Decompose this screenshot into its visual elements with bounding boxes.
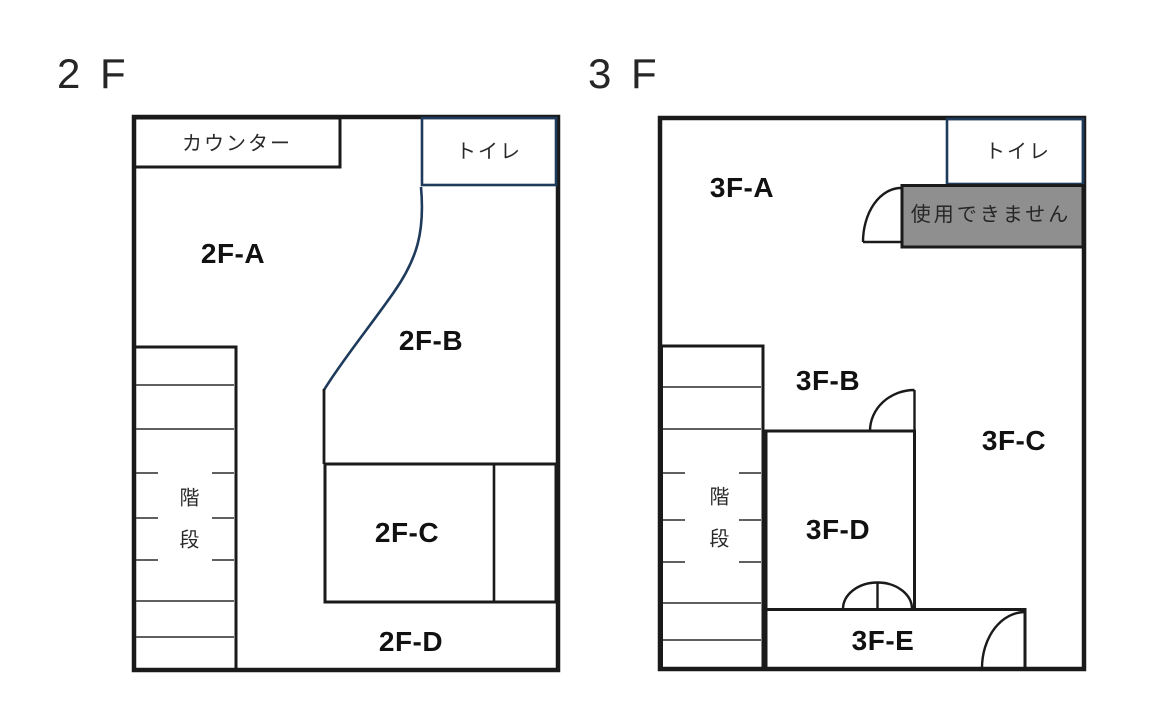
room-label-3f-d: 3F-D (805, 514, 871, 545)
door-swing-unavailable-room (861, 186, 902, 244)
stairs-label-2f: 階段 (176, 487, 198, 571)
room-label-2f-d: 2F-D (378, 626, 444, 657)
toilet-label-3f: トイレ (985, 141, 1051, 163)
door-swing-3f-d-top (868, 388, 916, 432)
double-door-3f-d-bottom (841, 581, 914, 610)
floor-2f-plan (131, 114, 561, 673)
floor-title-2f: 2 F (57, 50, 130, 97)
stair-treads-3f (663, 386, 761, 641)
stairs-box-2f (133, 345, 238, 671)
room-label-2f-a: 2F-A (200, 238, 266, 269)
toilet-room-2f (420, 116, 558, 187)
counter-box-2f (132, 116, 342, 169)
floor-title-3f: 3 F (588, 50, 661, 97)
unavailable-label-3f: 使用できません (910, 204, 1072, 226)
room-label-3f-b: 3F-B (795, 365, 861, 396)
floor-3f-plan (657, 115, 1087, 672)
room-divider-curve-2f (322, 186, 424, 391)
stairs-label-3f: 階段 (706, 486, 728, 570)
room-label-3f-a: 3F-A (709, 172, 775, 203)
room-label-2f-b: 2F-B (398, 325, 464, 356)
room-label-3f-e: 3F-E (851, 625, 915, 656)
unavailable-room-box-3f (900, 184, 1085, 249)
stair-treads-2f (136, 384, 234, 638)
toilet-label-2f: トイレ (456, 141, 522, 163)
room-label-3f-c: 3F-C (981, 425, 1047, 456)
room-box-2f-c (323, 462, 558, 604)
room-label-2f-c: 2F-C (374, 517, 440, 548)
counter-label-2f: カウンター (182, 133, 292, 155)
door-swing-3f-e (980, 610, 1026, 669)
room-box-3f-e (764, 608, 1027, 671)
stairs-box-3f (660, 344, 765, 671)
